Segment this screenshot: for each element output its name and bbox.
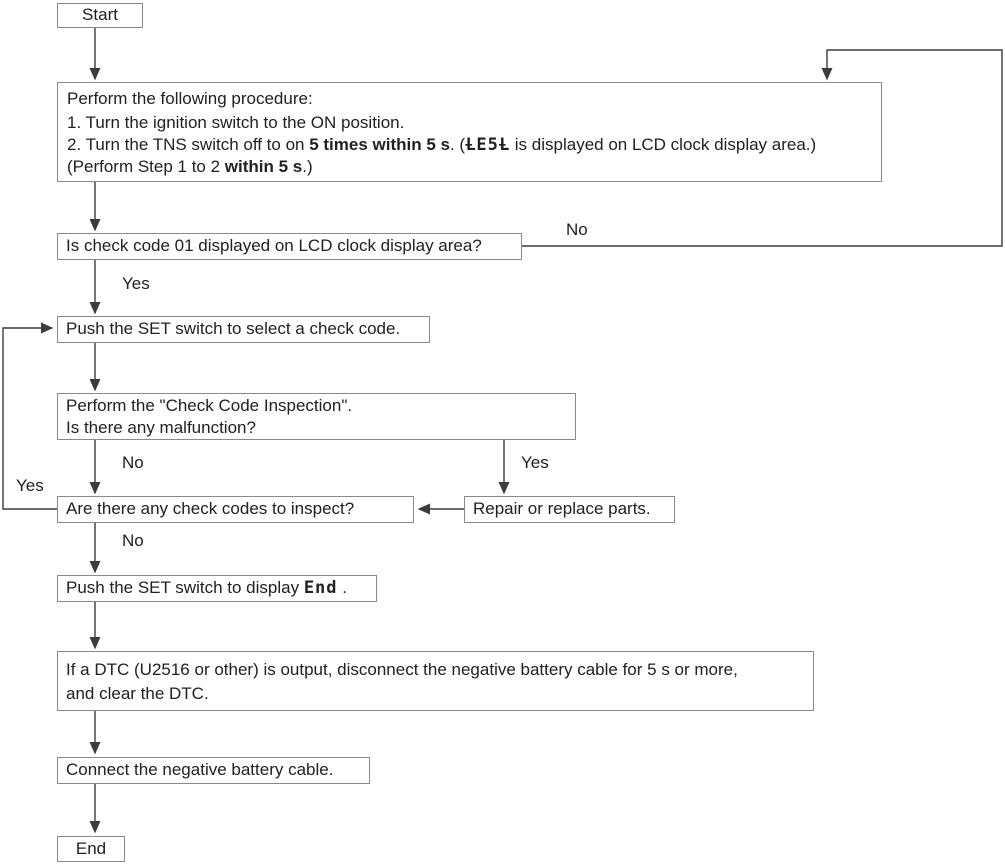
node-dtc: If a DTC (U2516 or other) is output, dis…: [57, 651, 814, 711]
label-yes-malfunction: Yes: [521, 453, 549, 472]
segment-display-test: ȽE5Ƚ: [465, 135, 511, 155]
procedure-note: (Perform Step 1 to 2 within 5 s.): [67, 156, 881, 178]
node-start-label: Start: [82, 5, 118, 24]
loop-check-codes-yes-to-push-select: [2, 322, 57, 510]
inspection-line1: Perform the "Check Code Inspection".: [66, 396, 353, 415]
repair-label: Repair or replace parts.: [473, 499, 651, 518]
push-set-select-label: Push the SET switch to select a check co…: [66, 319, 401, 338]
dtc-line1: If a DTC (U2516 or other) is output, dis…: [66, 660, 738, 679]
procedure-note-post: .): [302, 157, 313, 176]
label-no-malfunction: No: [122, 453, 144, 472]
procedure-step2-pre: 2. Turn the TNS switch off to on: [67, 135, 310, 154]
check-code-01-label: Is check code 01 displayed on LCD clock …: [66, 236, 482, 255]
check-codes-to-inspect-label: Are there any check codes to inspect?: [66, 499, 355, 518]
push-set-end-post: .: [337, 578, 347, 597]
node-push-set-end: Push the SET switch to display End .: [57, 575, 377, 602]
node-end: End: [57, 836, 125, 862]
label-no-codes: No: [122, 531, 144, 550]
dtc-line2: and clear the DTC.: [66, 684, 209, 703]
procedure-note-bold: within 5 s: [224, 157, 303, 176]
segment-display-end: End: [303, 578, 338, 598]
node-end-label: End: [75, 839, 107, 858]
label-yes-check01: Yes: [122, 274, 150, 293]
label-no-check01: No: [566, 220, 588, 239]
procedure-step2-bold: 5 times within 5 s: [309, 135, 450, 154]
procedure-step2-post: is displayed on LCD clock display area.): [510, 135, 817, 154]
procedure-note-pre: (Perform Step 1 to 2: [67, 157, 225, 176]
node-procedure: Perform the following procedure: 1. Turn…: [57, 82, 882, 182]
inspection-line2: Is there any malfunction?: [66, 418, 256, 437]
label-yes-loop-left: Yes: [16, 476, 44, 495]
node-inspection: Perform the "Check Code Inspection". Is …: [57, 393, 576, 440]
connect-battery-label: Connect the negative battery cable.: [66, 760, 334, 779]
node-connect-battery: Connect the negative battery cable.: [57, 757, 370, 784]
node-push-set-select: Push the SET switch to select a check co…: [57, 316, 430, 343]
node-check-codes-to-inspect: Are there any check codes to inspect?: [57, 496, 414, 523]
loop-check01-no-to-procedure: [522, 49, 1003, 247]
procedure-step2-mid: . (: [449, 135, 466, 154]
node-check-code-01: Is check code 01 displayed on LCD clock …: [57, 233, 522, 260]
procedure-step1: 1. Turn the ignition switch to the ON po…: [67, 113, 405, 132]
procedure-title: Perform the following procedure:: [67, 89, 313, 108]
node-repair: Repair or replace parts.: [464, 496, 675, 523]
node-start: Start: [57, 3, 143, 28]
push-set-end-pre: Push the SET switch to display: [66, 578, 304, 597]
procedure-step2: 2. Turn the TNS switch off to on 5 times…: [67, 134, 881, 156]
